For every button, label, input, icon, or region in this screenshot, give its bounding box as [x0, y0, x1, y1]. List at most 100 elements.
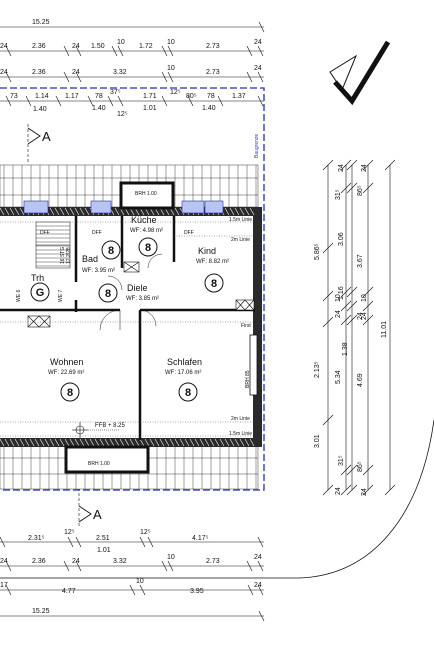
- stair-steps: 16 STG: [60, 247, 66, 264]
- room-name: Wohnen: [50, 357, 83, 367]
- section-marker-label: A: [93, 507, 102, 522]
- side-window: [249, 334, 258, 396]
- dim-label: 2.73: [206, 43, 220, 50]
- dff-label: DFF: [40, 230, 50, 236]
- property-boundary: [0, 419, 434, 579]
- zone-number: 8: [67, 387, 73, 399]
- dim-label: 24: [254, 65, 262, 72]
- zone-badge: [138, 237, 158, 257]
- dim-label: 4.17⁵: [192, 535, 209, 542]
- room-name: Küche: [131, 215, 157, 225]
- slope-labels: 1.5m Linie 2m Linie First 2m Linie 1.5m …: [229, 217, 252, 437]
- room-area: WF: 3.85 m²: [126, 296, 159, 302]
- zone-number: 8: [108, 245, 114, 257]
- dim-label: 24: [361, 488, 368, 496]
- dim-label: 24: [72, 69, 80, 76]
- dim-label: 37⁵: [110, 89, 121, 96]
- dim-label: 1.40: [92, 105, 106, 112]
- dim-label: 1.50: [91, 43, 105, 50]
- dim-label: 1.16: [338, 286, 345, 300]
- room-area: WF: 22.69 m²: [48, 370, 84, 376]
- dim-label: 2.36: [32, 558, 46, 565]
- bottom-dim-row1: 2.31⁵ 12⁵ 2.51 12⁵ 4.17⁵ 1.01: [28, 529, 209, 554]
- section-marker-label: A: [42, 129, 51, 144]
- stair-label: Trh: [31, 273, 44, 283]
- bottom-dimension-chains: [0, 536, 265, 622]
- dim-label: 5.86⁵: [314, 243, 321, 260]
- dim-label: 2.31⁵: [28, 535, 45, 542]
- ffb-marker: FFB + 8.25: [72, 422, 126, 438]
- dim-label: 3.95: [190, 588, 204, 595]
- stair-zone: G: [36, 287, 45, 299]
- dim-label: 1.40: [202, 105, 216, 112]
- dim-label: 86⁵: [357, 185, 364, 196]
- dim-label: 24: [254, 554, 262, 561]
- dim-label: 1.38: [342, 342, 349, 356]
- top-dim-row2: 24 2.36 24 3.32 10 2.73 24: [0, 65, 262, 76]
- dim-label: 10: [335, 294, 342, 302]
- linie-label: 2m Linie: [231, 237, 250, 243]
- dim-label: 17: [0, 582, 8, 589]
- dim-label: 2.13⁵: [314, 361, 321, 378]
- dim-label: 24: [338, 164, 345, 172]
- dim-label: 10: [117, 39, 125, 46]
- bottom-dim-row3: 17 4.77 10 3.95 24: [0, 578, 262, 595]
- room-area: WF: 8.82 m²: [196, 259, 229, 265]
- linie-label: 1.5m Linie: [229, 431, 252, 437]
- room-name: Schlafen: [167, 357, 202, 367]
- dim-label: 12⁵: [170, 89, 181, 96]
- zone-badge: [204, 273, 224, 293]
- dim-label: 2.36: [32, 43, 46, 50]
- dim-label: 1.17: [65, 93, 79, 100]
- north-arrow-icon: [329, 40, 391, 106]
- brh-bottom-label: BRH 1.00: [88, 461, 110, 467]
- dim-label: 24: [254, 39, 262, 46]
- dim-label: 3.32: [113, 558, 127, 565]
- dim-label: 1.01: [97, 547, 111, 554]
- top-overall-dim: 15.25: [32, 19, 50, 26]
- dim-label: 3.32: [113, 69, 127, 76]
- interior-walls: [0, 216, 255, 440]
- boundary-label: Baugrenze: [254, 134, 260, 158]
- dim-label: 2.73: [206, 558, 220, 565]
- linie-label: 1.5m Linie: [229, 217, 252, 223]
- room-name: Kind: [198, 246, 216, 256]
- exterior-walls: [0, 181, 262, 474]
- dim-label: 86⁵: [357, 461, 364, 472]
- dim-label: 24: [0, 558, 8, 565]
- dim-label: 31⁵: [335, 189, 342, 200]
- room-area: WF: 3.95 m²: [82, 268, 115, 274]
- dim-label: 10: [136, 578, 144, 585]
- brh-top-label: BRH 1.00: [135, 191, 157, 197]
- stair-ratio: 17.2/28: [66, 247, 72, 264]
- dim-label: 10: [167, 554, 175, 561]
- brh-side-label: BRH 85: [245, 370, 251, 388]
- section-marker-top: A: [27, 124, 51, 164]
- zone-number: 8: [105, 288, 111, 300]
- dff-label: DFF: [184, 230, 194, 236]
- dim-label: 4.77: [62, 588, 76, 595]
- first-label: First: [241, 323, 251, 329]
- dim-label: 1.14: [35, 93, 49, 100]
- we-left-label: WE 6: [16, 290, 22, 302]
- dim-label: 24: [0, 43, 8, 50]
- dim-label: 5.34: [335, 370, 342, 384]
- room-name: Bad: [82, 254, 98, 264]
- dff-label: DFF: [92, 230, 102, 236]
- dim-label: 2.73: [206, 69, 220, 76]
- dim-label: 1.40: [33, 106, 47, 113]
- dim-label: 2.51: [96, 535, 110, 542]
- zone-badge: [101, 240, 121, 260]
- we-right-label: WE 7: [58, 290, 64, 302]
- dim-label: 12⁵: [117, 111, 128, 118]
- dim-label: 11.01: [381, 321, 388, 338]
- dim-label: 3.01: [314, 434, 321, 448]
- dim-label: 73: [10, 93, 18, 100]
